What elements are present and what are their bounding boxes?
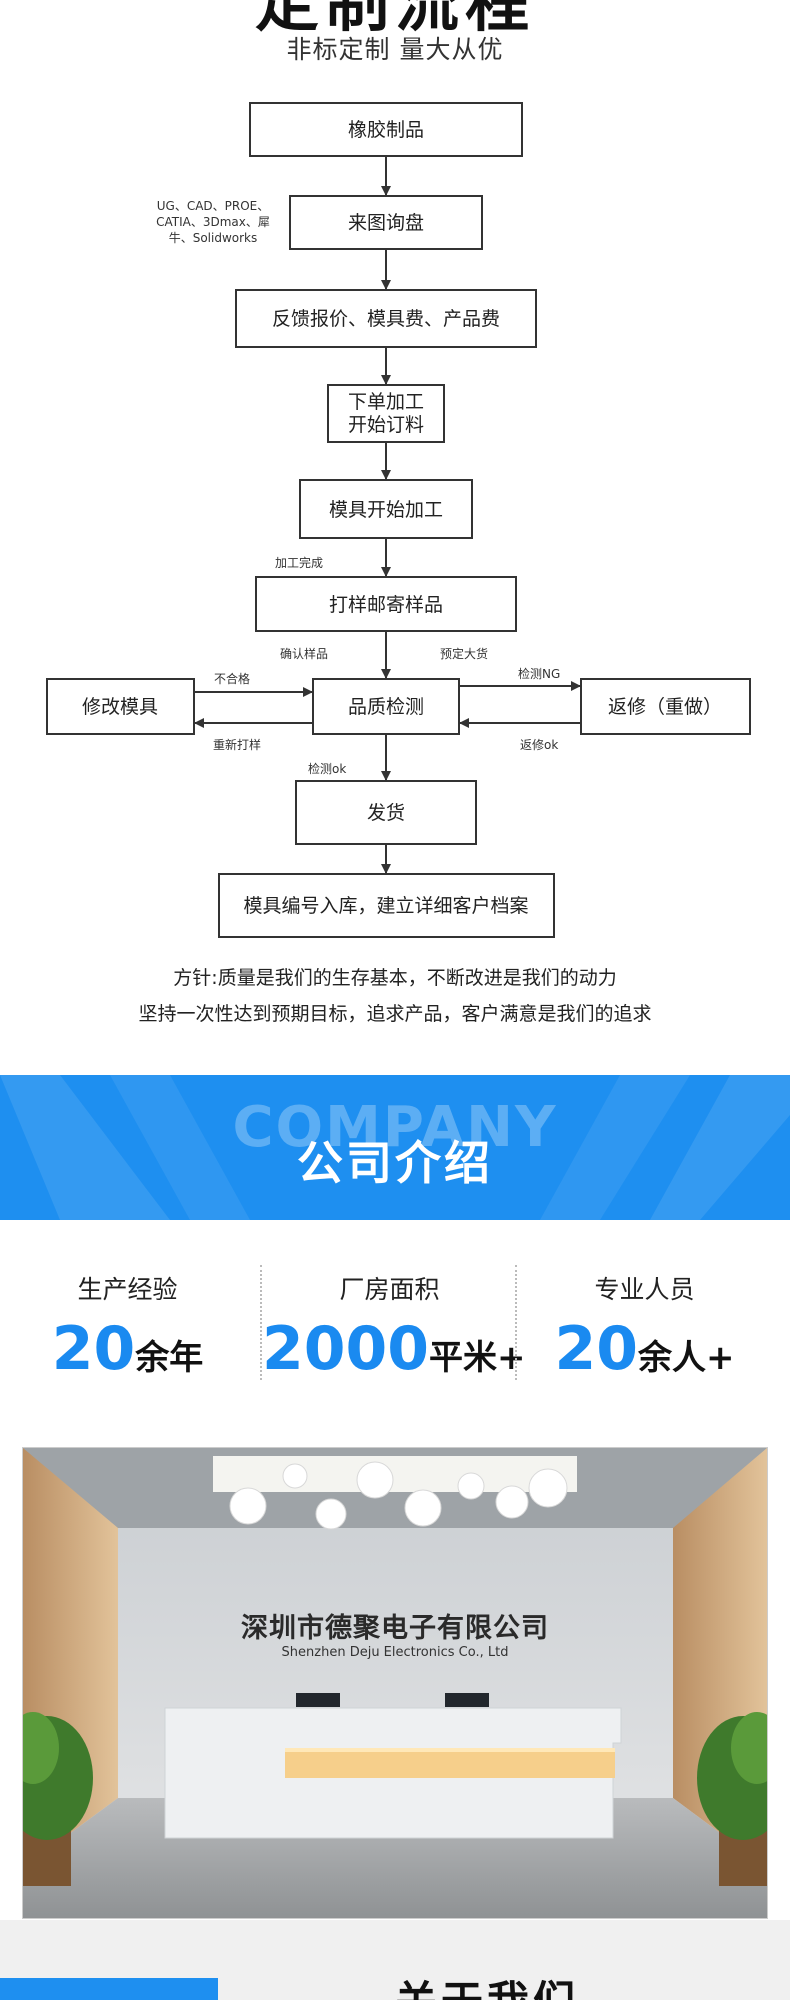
note-confirm-sample: 确认样品	[280, 646, 328, 661]
stat-divider	[260, 1265, 262, 1380]
note-check-ok: 检测ok	[308, 761, 346, 776]
flowchart: 橡胶制品 来图询盘 反馈报价、模具费、产品费 下单加工 开始订料 模具开始加工 …	[46, 102, 751, 938]
note-software-1: UG、CAD、PROE、	[157, 199, 270, 213]
step-shipping: 发货	[367, 802, 405, 824]
stat-number: 20	[51, 1314, 136, 1384]
stat-divider	[515, 1265, 517, 1380]
step-modify-mold: 修改模具	[82, 696, 158, 718]
stat-unit: 余年	[135, 1338, 204, 1378]
about-section-header: 关于我们	[0, 1920, 790, 2000]
step-box	[46, 678, 195, 735]
stat-area: 厂房面积 2000平米+	[262, 1270, 526, 1384]
about-title: 关于我们	[395, 1968, 579, 2000]
note-check-ng: 检测NG	[518, 666, 560, 681]
subtitle: 非标定制 量大从优	[286, 35, 504, 64]
step-sample-mail: 打样邮寄样品	[329, 594, 443, 616]
stat-unit: 余人+	[638, 1338, 735, 1378]
step-box	[295, 780, 477, 845]
banner-decor	[0, 1075, 790, 1220]
company-banner: COMPANY 公司介绍	[0, 1075, 790, 1220]
stat-label: 厂房面积	[339, 1275, 440, 1304]
step-box	[235, 289, 537, 348]
reception-scene	[23, 1448, 767, 1918]
step-rework: 返修（重做）	[608, 696, 722, 718]
note-unqualified: 不合格	[214, 671, 250, 686]
stat-number: 20	[554, 1314, 639, 1384]
step-order: 下单加工	[348, 391, 424, 413]
step-quality-check: 品质检测	[348, 696, 424, 718]
note-reproof: 重新打样	[213, 737, 261, 752]
step-rubber-products: 橡胶制品	[348, 119, 424, 141]
note-booking: 预定大货	[440, 646, 488, 661]
step-materials: 开始订料	[348, 414, 424, 436]
about-accent-bar	[0, 1978, 218, 2000]
stat-experience: 生产经验 20余年	[0, 1270, 255, 1384]
note-rework-ok: 返修ok	[520, 737, 558, 752]
step-box	[580, 678, 751, 735]
stat-label: 生产经验	[77, 1275, 178, 1304]
step-quote: 反馈报价、模具费、产品费	[272, 308, 500, 330]
reception-photo: 深圳市德聚电子有限公司 Shenzhen Deju Electronics Co…	[22, 1447, 768, 1919]
banner-ghost-text: COMPANY	[232, 1095, 558, 1160]
step-box	[299, 479, 473, 539]
step-mold-processing: 模具开始加工	[329, 499, 443, 521]
stat-number: 2000	[262, 1314, 429, 1384]
policy-line-1: 方针:质量是我们的生存基本，不断改进是我们的动力	[173, 967, 617, 989]
stat-unit: 平米+	[429, 1338, 526, 1378]
step-box	[289, 195, 483, 250]
step-box	[312, 678, 460, 735]
step-archive: 模具编号入库，建立详细客户档案	[243, 895, 528, 917]
policy-line-2: 坚持一次性达到预期目标，追求产品，客户满意是我们的追求	[138, 1003, 652, 1025]
company-name-cn: 深圳市德聚电子有限公司	[241, 1613, 549, 1644]
step-box	[255, 576, 517, 632]
top-heading: 定制流程	[255, 0, 535, 41]
step-inquiry: 来图询盘	[348, 212, 424, 234]
step-box	[218, 873, 555, 938]
company-name-en: Shenzhen Deju Electronics Co., Ltd	[281, 1645, 509, 1660]
stat-label: 专业人员	[594, 1275, 695, 1304]
stat-staff: 专业人员 20余人+	[517, 1270, 772, 1384]
banner-title: 公司介绍	[297, 1136, 493, 1190]
note-software-2: CATIA、3Dmax、犀	[156, 215, 270, 229]
note-software-3: 牛、Solidworks	[169, 230, 258, 245]
note-process-done: 加工完成	[275, 555, 323, 570]
